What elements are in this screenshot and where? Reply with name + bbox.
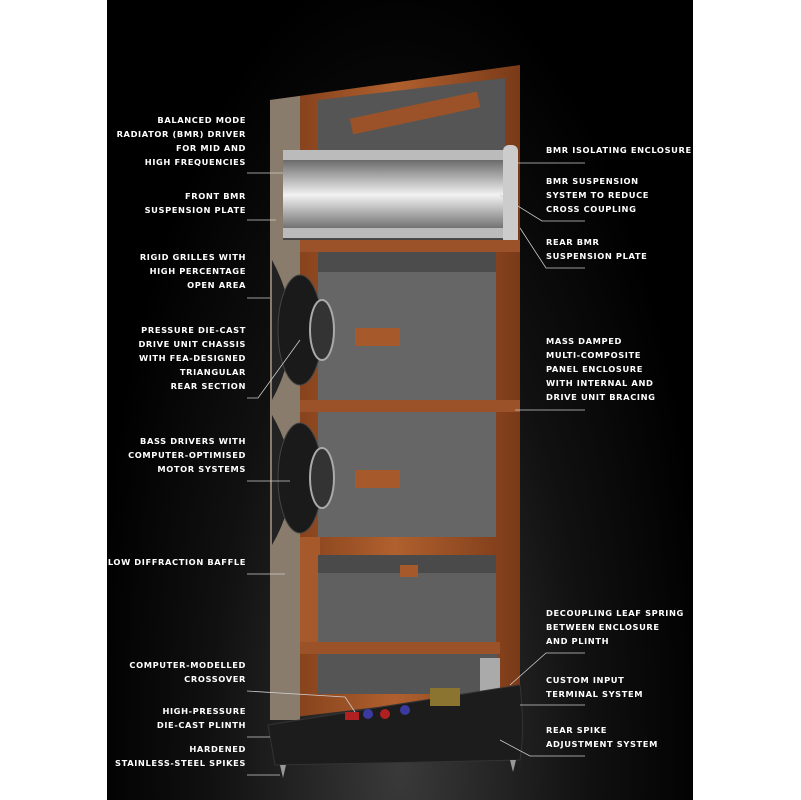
callout-line: DRIVE UNIT BRACING xyxy=(546,392,656,402)
top-brace xyxy=(349,91,481,135)
callout-line: FRONT BMR xyxy=(185,191,246,201)
callout-spikes: HARDENED STAINLESS-STEEL SPIKES xyxy=(115,742,246,770)
callout-rigid-grilles: RIGID GRILLES WITH HIGH PERCENTAGE OPEN AR… xyxy=(140,250,246,292)
front-baffle xyxy=(270,96,300,720)
driver-motor xyxy=(309,299,335,361)
callout-line: HIGH FREQUENCIES xyxy=(144,157,246,167)
callout-rear-spike: REAR SPIKE ADJUSTMENT SYSTEM xyxy=(546,723,658,751)
front-spike xyxy=(280,765,286,778)
crossover-component xyxy=(345,712,359,720)
callout-line: LOW DIFFRACTION BAFFLE xyxy=(107,557,246,567)
leader-line xyxy=(499,194,585,222)
callout-line: BMR SUSPENSION xyxy=(546,176,639,186)
callout-line: PANEL ENCLOSURE xyxy=(546,364,644,374)
callout-line: PRESSURE DIE-CAST xyxy=(141,325,246,335)
callout-front-bmr-plate: FRONT BMR SUSPENSION PLATE xyxy=(145,189,246,217)
mid-brace xyxy=(355,328,400,346)
callout-line: SUSPENSION PLATE xyxy=(144,205,246,215)
crossover-capacitor xyxy=(380,709,390,719)
callout-plinth: HIGH-PRESSURE DIE-CAST PLINTH xyxy=(157,704,246,732)
callout-line: REAR BMR xyxy=(546,237,600,247)
crossover-capacitor xyxy=(400,705,410,715)
leaf-spring xyxy=(480,658,500,694)
callout-die-cast-chassis: PRESSURE DIE-CAST DRIVE UNIT CHASSIS WITH … xyxy=(138,323,246,393)
callout-line: BMR ISOLATING ENCLOSURE xyxy=(546,145,692,155)
callout-bmr-driver: BALANCED MODE RADIATOR (BMR) DRIVER FOR MI… xyxy=(117,113,246,169)
callout-line: MASS DAMPED xyxy=(546,336,622,346)
callout-line: WITH FEA-DESIGNED xyxy=(138,353,246,363)
callout-line: COMPUTER-MODELLED xyxy=(129,660,246,670)
bmr-tube xyxy=(283,150,503,240)
mid-chamber xyxy=(318,252,496,400)
callout-line: SYSTEM TO REDUCE xyxy=(546,190,650,200)
callout-line: HIGH PERCENTAGE xyxy=(149,266,246,276)
bmr-tube-bottom-edge xyxy=(283,228,503,238)
callout-line: DIE-CAST PLINTH xyxy=(156,720,246,730)
callout-bass-drivers: BASS DRIVERS WITH COMPUTER-OPTIMISED MOTOR… xyxy=(128,434,246,476)
callout-line: RADIATOR (BMR) DRIVER xyxy=(116,129,246,139)
lower-brace xyxy=(400,565,418,577)
leader-line xyxy=(519,227,585,269)
shelf-lower xyxy=(300,642,500,654)
bass-chamber xyxy=(318,412,496,537)
driver-motor xyxy=(309,447,335,509)
callout-line: BETWEEN ENCLOSURE xyxy=(546,622,660,632)
callout-line: BALANCED MODE xyxy=(157,115,246,125)
callout-panel-enclosure: MASS DAMPED MULTI-COMPOSITE PANEL ENCLOSUR… xyxy=(546,334,656,404)
callout-line: TERMINAL SYSTEM xyxy=(546,689,644,699)
callout-line: DECOUPLING LEAF SPRING xyxy=(546,608,684,618)
rear-spike xyxy=(510,760,516,772)
mid-bass-driver xyxy=(272,260,335,400)
bass-driver xyxy=(272,415,335,545)
callout-line: OPEN AREA xyxy=(187,280,246,290)
callout-input-terminal: CUSTOM INPUT TERMINAL SYSTEM xyxy=(546,673,643,701)
shelf-middle xyxy=(300,400,520,412)
callout-bmr-enclosure: BMR ISOLATING ENCLOSURE xyxy=(546,143,692,157)
leader-line xyxy=(499,739,585,757)
baffle-wood-strip xyxy=(300,537,320,642)
callout-line: TRIANGULAR xyxy=(179,367,246,377)
callout-line: CUSTOM INPUT xyxy=(546,675,625,685)
callout-line: HIGH-PRESSURE xyxy=(162,706,246,716)
leader-line xyxy=(509,652,585,686)
callout-line: MOTOR SYSTEMS xyxy=(157,464,246,474)
bmr-tube-top-edge xyxy=(283,150,503,160)
crossover-capacitor xyxy=(363,709,373,719)
callout-line: ADJUSTMENT SYSTEM xyxy=(546,739,658,749)
leader-line xyxy=(246,690,356,713)
callout-line: DRIVE UNIT CHASSIS xyxy=(138,339,246,349)
callout-rear-bmr-plate: REAR BMR SUSPENSION PLATE xyxy=(546,235,647,263)
base-chamber xyxy=(318,654,498,694)
leader-line xyxy=(247,339,301,399)
callout-line: SUSPENSION PLATE xyxy=(546,251,648,261)
callout-crossover: COMPUTER-MODELLED CROSSOVER xyxy=(129,658,246,686)
callout-line: WITH INTERNAL AND xyxy=(546,378,654,388)
callout-line: STAINLESS-STEEL SPIKES xyxy=(115,758,246,768)
callout-line: REAR SPIKE xyxy=(546,725,607,735)
shelf-upper xyxy=(300,240,520,252)
callout-line: CROSSOVER xyxy=(184,674,246,684)
input-terminal xyxy=(430,688,460,706)
callout-bmr-suspension: BMR SUSPENSION SYSTEM TO REDUCE CROSS COUP… xyxy=(546,174,649,216)
callout-line: RIGID GRILLES WITH xyxy=(139,252,246,262)
callout-line: MULTI-COMPOSITE xyxy=(546,350,642,360)
callout-line: FOR MID AND xyxy=(176,143,246,153)
callout-line: AND PLINTH xyxy=(546,636,610,646)
lower-chamber-shadow xyxy=(318,555,496,573)
callout-leaf-spring: DECOUPLING LEAF SPRING BETWEEN ENCLOSURE A… xyxy=(546,606,684,648)
callout-line: BASS DRIVERS WITH xyxy=(140,436,246,446)
mid-chamber-shadow xyxy=(318,252,496,272)
bass-brace xyxy=(355,470,400,488)
callout-line: HARDENED xyxy=(189,744,246,754)
callout-line: COMPUTER-OPTIMISED xyxy=(128,450,246,460)
leader-lines xyxy=(246,162,585,776)
callout-baffle: LOW DIFFRACTION BAFFLE xyxy=(108,555,246,569)
callout-line: CROSS COUPLING xyxy=(546,204,637,214)
bmr-isolating-enclosure xyxy=(503,145,518,245)
callout-line: REAR SECTION xyxy=(170,381,246,391)
